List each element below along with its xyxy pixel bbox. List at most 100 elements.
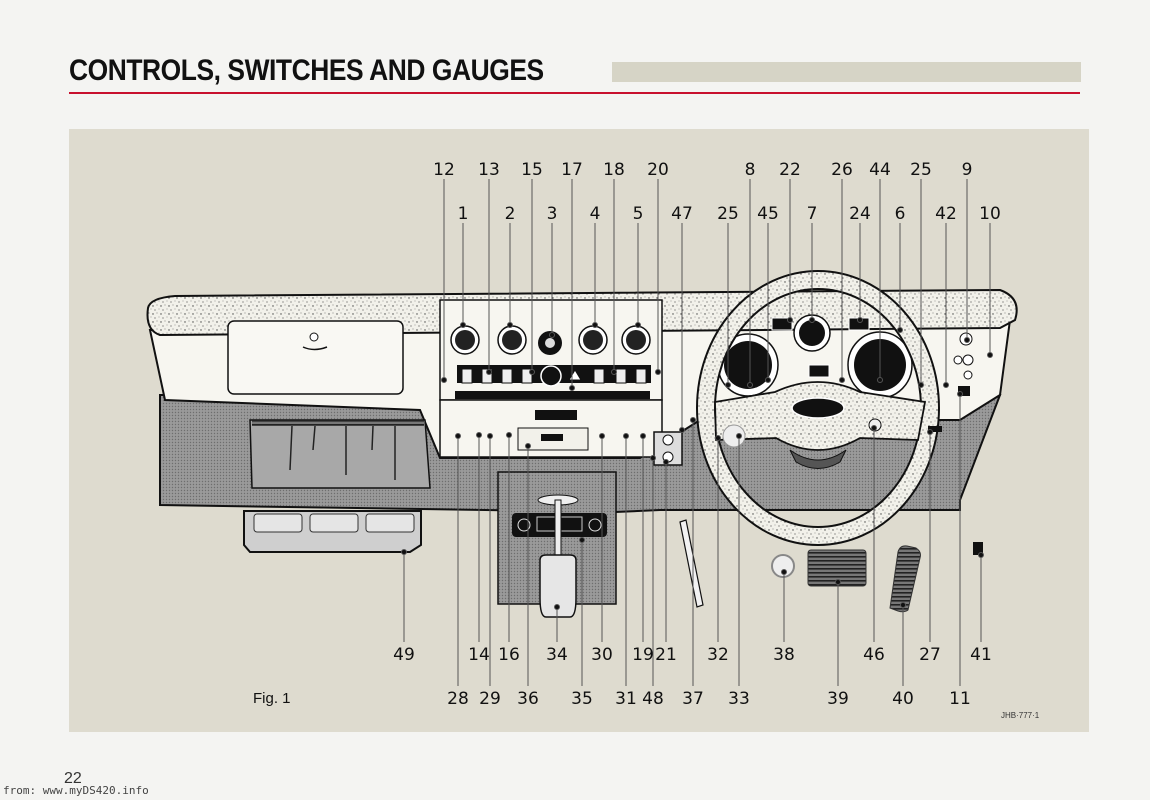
callout-number: 36 — [517, 689, 539, 709]
callout-anchor-dot — [871, 425, 877, 431]
warning-lamp-left — [771, 317, 793, 331]
callout-anchor-dot — [918, 382, 924, 388]
callout-anchor-dot — [529, 369, 535, 375]
callout-anchor-dot — [650, 455, 656, 461]
callout-anchor-dot — [663, 459, 669, 465]
map-pocket — [249, 419, 431, 489]
callout-number: 37 — [682, 689, 704, 709]
callout-number: 6 — [895, 204, 906, 224]
callout-number: 12 — [433, 160, 455, 180]
callout-number: 29 — [479, 689, 501, 709]
callout-number: 16 — [498, 645, 520, 665]
callout-number: 15 — [521, 160, 543, 180]
callout-anchor-dot — [690, 417, 696, 423]
callout-number: 39 — [827, 689, 849, 709]
callout-anchor-dot — [765, 377, 771, 383]
callout-number: 13 — [478, 160, 500, 180]
callout-anchor-dot — [927, 429, 933, 435]
callout-anchor-dot — [809, 317, 815, 323]
callout-anchor-dot — [877, 377, 883, 383]
title-underline — [69, 92, 1080, 94]
callout-number: 18 — [603, 160, 625, 180]
callout-anchor-dot — [611, 369, 617, 375]
callout-number: 7 — [807, 204, 818, 224]
dip-switch-pedal — [771, 554, 795, 578]
callout-anchor-dot — [507, 322, 513, 328]
callout-number: 1 — [458, 204, 469, 224]
accelerator-pedal — [889, 545, 921, 613]
callout-anchor-dot — [487, 433, 493, 439]
callout-anchor-dot — [839, 377, 845, 383]
callout-number: 42 — [935, 204, 957, 224]
callout-anchor-dot — [640, 433, 646, 439]
callout-number: 25 — [717, 204, 739, 224]
callout-anchor-dot — [857, 317, 863, 323]
callout-number: 21 — [655, 645, 677, 665]
callout-number: 22 — [779, 160, 801, 180]
speedometer — [724, 341, 772, 389]
callout-anchor-dot — [679, 427, 685, 433]
glove-box — [227, 320, 404, 395]
callout-anchor-dot — [957, 391, 963, 397]
callout-anchor-dot — [725, 382, 731, 388]
callout-anchor-dot — [525, 443, 531, 449]
callout-number: 3 — [547, 204, 558, 224]
callout-number: 28 — [447, 689, 469, 709]
cigar-lighter — [540, 365, 562, 387]
callout-number: 48 — [642, 689, 664, 709]
callout-anchor-dot — [592, 322, 598, 328]
brake-pedal — [807, 549, 867, 587]
callout-anchor-dot — [964, 337, 970, 343]
callout-number: 47 — [671, 204, 693, 224]
callout-anchor-dot — [486, 369, 492, 375]
callout-anchor-dot — [787, 317, 793, 323]
callout-number: 46 — [863, 645, 885, 665]
callout-anchor-dot — [635, 322, 641, 328]
callout-anchor-dot — [554, 604, 560, 610]
callout-anchor-dot — [441, 377, 447, 383]
warning-lamp-centre — [808, 364, 830, 378]
gear-selector-gate — [539, 554, 577, 618]
callout-number: 4 — [590, 204, 601, 224]
callout-number: 41 — [970, 645, 992, 665]
callout-anchor-dot — [736, 433, 742, 439]
callout-anchor-dot — [897, 327, 903, 333]
callout-number: 38 — [773, 645, 795, 665]
callout-anchor-dot — [460, 322, 466, 328]
callout-number: 9 — [962, 160, 973, 180]
callout-number: 24 — [849, 204, 871, 224]
callout-anchor-dot — [943, 382, 949, 388]
callout-anchor-dot — [835, 579, 841, 585]
page-title: CONTROLS, SWITCHES AND GAUGES — [69, 54, 544, 87]
callout-number: 45 — [757, 204, 779, 224]
callout-number: 2 — [505, 204, 516, 224]
callout-anchor-dot — [978, 552, 984, 558]
callout-anchor-dot — [599, 433, 605, 439]
callout-number: 49 — [393, 645, 415, 665]
callout-anchor-dot — [401, 549, 407, 555]
callout-number: 8 — [745, 160, 756, 180]
callout-anchor-dot — [900, 602, 906, 608]
callout-number: 19 — [632, 645, 654, 665]
callout-anchor-dot — [715, 435, 721, 441]
callout-number: 32 — [707, 645, 729, 665]
callout-anchor-dot — [623, 433, 629, 439]
callout-number: 27 — [919, 645, 941, 665]
callout-number: 35 — [571, 689, 593, 709]
handbrake — [679, 519, 704, 608]
title-accent-bar — [612, 62, 1081, 82]
centre-gauges — [450, 325, 651, 355]
figure-label: Fig. 1 — [253, 690, 291, 707]
callout-number: 31 — [615, 689, 637, 709]
callout-number: 17 — [561, 160, 583, 180]
callout-anchor-dot — [987, 352, 993, 358]
callout-number: 20 — [647, 160, 669, 180]
callout-number: 14 — [468, 645, 490, 665]
page-number: 22 — [64, 770, 82, 787]
callout-number: 5 — [633, 204, 644, 224]
reference-code: JHB·777·1 — [1001, 711, 1040, 720]
callout-anchor-dot — [579, 537, 585, 543]
callout-anchor-dot — [655, 369, 661, 375]
callout-anchor-dot — [455, 433, 461, 439]
